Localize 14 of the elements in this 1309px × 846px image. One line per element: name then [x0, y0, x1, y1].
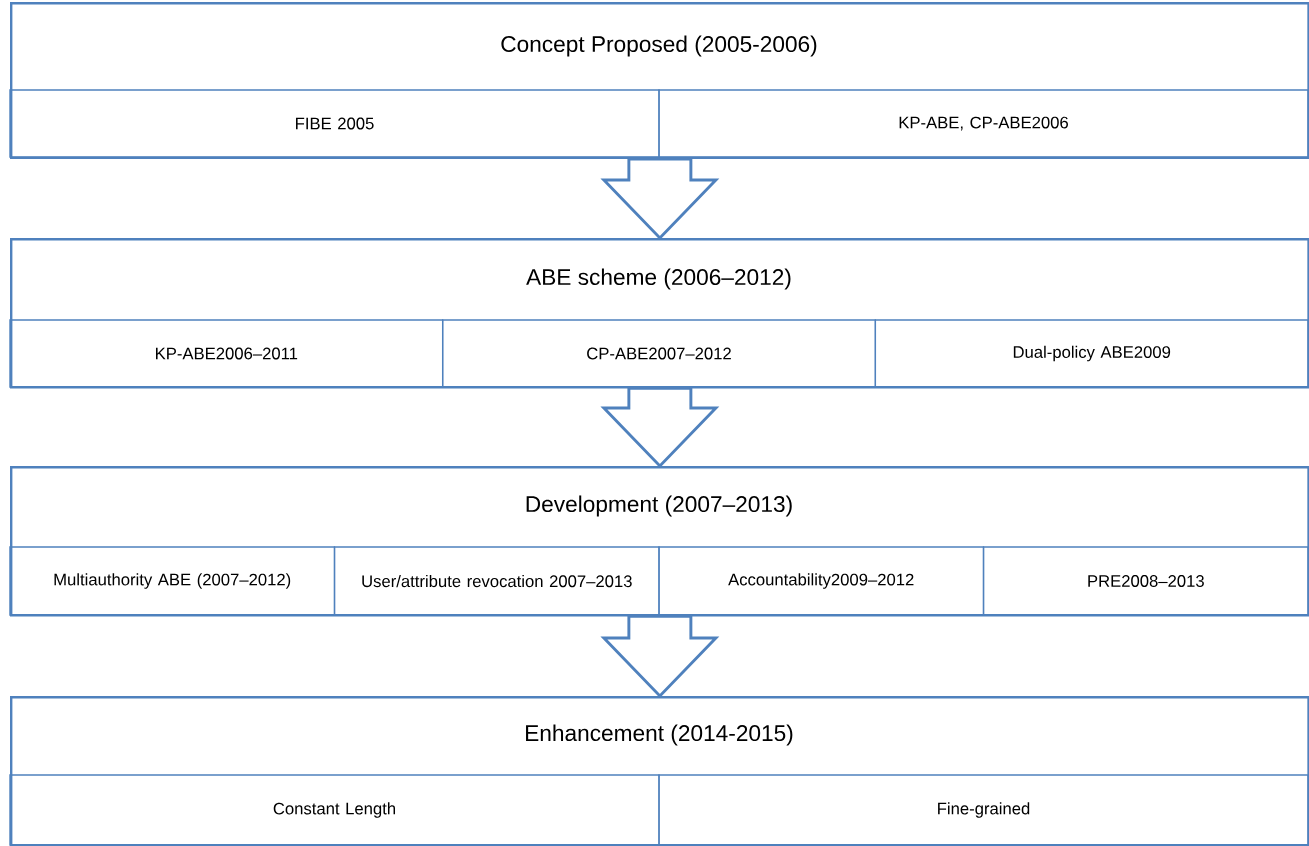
- block-arrow: [600, 614, 720, 699]
- block-arrow: [600, 386, 720, 469]
- cell-box: KP-ABE2006–2011: [9, 319, 444, 388]
- cell-box: Fine-grained: [658, 774, 1309, 846]
- cell-box: PRE2008–2013: [982, 546, 1309, 616]
- cell-box: FIBE 2005: [9, 89, 660, 158]
- cell-box: CP-ABE2007–2012: [442, 319, 876, 388]
- cell-box: Dual-policy ABE2009: [874, 319, 1309, 388]
- cell-box: Accountability2009–2012: [658, 546, 985, 616]
- block-arrow: [600, 157, 720, 241]
- cell-box: Constant Length: [9, 774, 660, 846]
- cell-box: KP-ABE, CP-ABE2006: [658, 89, 1309, 158]
- cell-box: User/attribute revocation 2007–2013: [333, 546, 660, 616]
- cell-box: Multiauthority ABE (2007–2012): [9, 546, 336, 616]
